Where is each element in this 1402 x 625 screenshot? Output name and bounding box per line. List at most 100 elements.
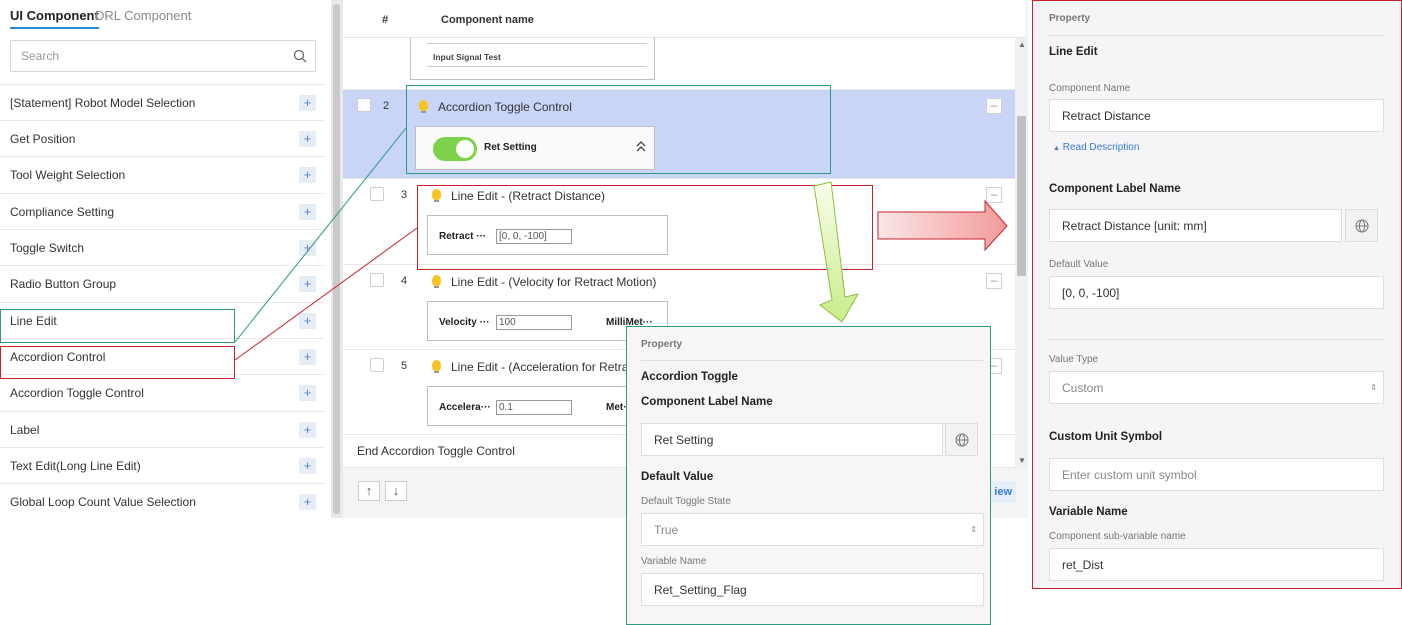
field-label: Velocity ··· [439, 317, 490, 328]
scroll-thumb[interactable] [333, 4, 340, 514]
component-list-item[interactable]: Text Edit(Long Line Edit)+ [0, 447, 324, 483]
highlight-line-edit-row [417, 185, 873, 270]
row-checkbox[interactable] [370, 187, 384, 201]
value-type-label: Value Type [1049, 354, 1099, 365]
table-row[interactable]: 2 Accordion Toggle Control – Ret Setting [343, 90, 1015, 179]
toggle-label: Ret Setting [484, 142, 537, 153]
component-item-label: Toggle Switch [10, 240, 85, 255]
row-checkbox[interactable] [370, 273, 384, 287]
tab-drl-component[interactable]: DRL Component [95, 8, 192, 23]
row-number: 4 [401, 275, 408, 287]
search-icon[interactable] [293, 49, 307, 63]
add-component-button[interactable]: + [299, 422, 316, 438]
tab-ui-component[interactable]: UI Component [10, 8, 99, 29]
tree-scrollbar[interactable]: ▲ ▼ [1015, 38, 1028, 468]
component-item-label: Radio Button Group [10, 276, 117, 291]
component-name-label: Component Name [1049, 83, 1131, 94]
component-item-label: Get Position [10, 131, 76, 146]
remove-row-button[interactable]: – [986, 98, 1002, 114]
field-label: Accelera··· [439, 402, 491, 413]
custom-unit-heading: Custom Unit Symbol [1049, 431, 1163, 443]
highlight-accordion-row [406, 85, 831, 174]
add-component-button[interactable]: + [299, 276, 316, 292]
component-list-item[interactable]: Tool Weight Selection + [0, 156, 324, 192]
label-name-input[interactable]: Retract Distance [unit: mm] [1049, 209, 1342, 242]
row-title: Line Edit - (Velocity for Retract Motion… [451, 275, 657, 289]
row-checkbox[interactable] [370, 358, 384, 372]
default-value-label: Default Value [1049, 259, 1109, 270]
label-name-heading: Component Label Name [1049, 183, 1181, 195]
label-name-input[interactable]: Ret Setting [641, 423, 943, 456]
component-list-item[interactable]: Label+ [0, 411, 324, 447]
row-number: 5 [401, 360, 408, 372]
arrow-right-icon [877, 199, 1008, 252]
component-list-item[interactable]: Compliance Setting+ [0, 193, 324, 229]
move-up-button[interactable]: ↑ [358, 481, 380, 501]
search-box [10, 40, 316, 72]
component-list-item[interactable]: Global Loop Count Value Selection+ [0, 483, 324, 519]
scroll-thumb[interactable] [1017, 116, 1026, 276]
component-list-item[interactable]: Get Position + [0, 120, 324, 156]
default-value-input[interactable]: [0, 0, -100] [1049, 276, 1384, 309]
component-list-item[interactable]: [Statement] Robot Model Selection+ [0, 84, 324, 120]
retract-input[interactable]: [0, 0, -100] [496, 229, 572, 244]
component-item-label: Tool Weight Selection [10, 167, 126, 182]
add-component-button[interactable]: + [299, 385, 316, 401]
component-list-item[interactable]: Accordion Toggle Control+ [0, 374, 324, 410]
property-header: Property [641, 339, 683, 350]
variable-name-input[interactable]: ret_Dist [1049, 548, 1384, 581]
variable-name-input[interactable]: Ret_Setting_Flag [641, 573, 984, 606]
row-number: 2 [383, 100, 390, 112]
remove-row-button[interactable]: – [986, 187, 1002, 203]
select-arrows-icon: ⇕ [970, 525, 977, 534]
value-type-select[interactable]: Custom ⇕ [1049, 371, 1384, 404]
scroll-down-arrow[interactable]: ▼ [1018, 456, 1026, 465]
preview-label: Input Signal Test [433, 52, 501, 62]
move-down-button[interactable]: ↓ [385, 481, 407, 501]
acceleration-input[interactable]: 0.1 [496, 400, 572, 415]
accordion-preview: Ret Setting [415, 126, 655, 170]
add-component-button[interactable]: + [299, 313, 316, 329]
velocity-input[interactable]: 100 [496, 315, 572, 330]
component-list-item[interactable]: Line Edit+ [0, 302, 324, 338]
add-component-button[interactable]: + [299, 95, 316, 111]
scroll-up-arrow[interactable]: ▲ [1018, 40, 1026, 49]
add-component-button[interactable]: + [299, 240, 316, 256]
toggle-state-label: Default Toggle State [641, 496, 731, 507]
remove-row-button[interactable]: – [986, 273, 1002, 289]
bulb-icon [432, 189, 441, 202]
component-list-item[interactable]: Accordion Control + [0, 338, 324, 374]
chevron-up-icon[interactable] [636, 141, 646, 153]
search-input[interactable] [11, 41, 281, 71]
left-scrollbar[interactable] [331, 0, 343, 518]
sub-variable-label: Component sub-variable name [1049, 531, 1186, 542]
component-name-input[interactable]: Retract Distance [1049, 99, 1384, 132]
row-checkbox[interactable] [357, 98, 371, 112]
component-library-panel: UI Component DRL Component [Statement] R… [0, 0, 331, 518]
label-name-heading: Component Label Name [641, 396, 773, 408]
component-list-item[interactable]: Radio Button Group + [0, 265, 324, 301]
select-arrows-icon: ⇕ [1370, 383, 1377, 392]
toggle-state-select[interactable]: True⇕ [641, 513, 984, 546]
unit-label: Met· [606, 402, 627, 413]
value-type-value: Custom [1062, 380, 1104, 395]
globe-icon[interactable] [945, 423, 978, 456]
add-component-button[interactable]: + [299, 131, 316, 147]
custom-unit-input[interactable]: Enter custom unit symbol [1049, 458, 1384, 491]
add-component-button[interactable]: + [299, 494, 316, 510]
globe-icon[interactable] [1345, 209, 1378, 242]
add-component-button[interactable]: + [299, 167, 316, 183]
component-item-label: Accordion Control [10, 349, 106, 364]
bulb-icon [432, 275, 441, 288]
add-component-button[interactable]: + [299, 349, 316, 365]
add-component-button[interactable]: + [299, 458, 316, 474]
table-row[interactable]: Input Signal Test [343, 38, 1015, 90]
read-description-link[interactable]: ▲ Read Description [1053, 142, 1139, 153]
end-accordion-label: End Accordion Toggle Control [357, 444, 515, 458]
component-list-item[interactable]: Toggle Switch + [0, 229, 324, 265]
bulb-icon [432, 360, 441, 373]
toggle-switch[interactable] [433, 137, 477, 161]
bulb-icon [419, 100, 428, 113]
add-component-button[interactable]: + [299, 204, 316, 220]
